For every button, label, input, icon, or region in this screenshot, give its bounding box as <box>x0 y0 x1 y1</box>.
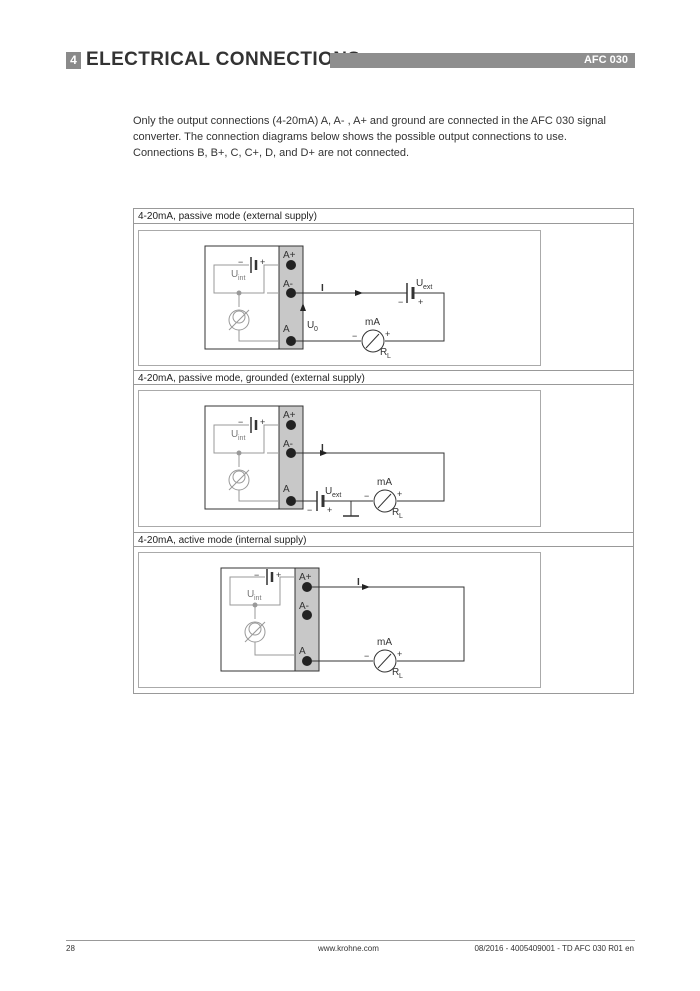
terminal-label: A <box>283 484 290 495</box>
terminal-label: A+ <box>283 410 296 421</box>
uint-sub: int <box>238 435 245 442</box>
terminal-dot <box>286 288 296 298</box>
uint-sub: int <box>254 595 261 602</box>
connection-diagrams-table: 4-20mA, passive mode (external supply) −… <box>133 208 634 694</box>
uint-label: U <box>247 589 254 600</box>
svg-text:+: + <box>385 329 390 339</box>
svg-text:−: − <box>352 331 357 341</box>
svg-text:+: + <box>397 649 402 659</box>
intro-line: converter. The connection diagrams below… <box>133 131 567 143</box>
svg-text:+: + <box>260 257 265 267</box>
terminal-dot <box>302 656 312 666</box>
terminal-dot <box>286 336 296 346</box>
page-number: 28 <box>66 944 75 953</box>
rl-sub: L <box>399 513 403 520</box>
terminal-label: A- <box>283 439 293 450</box>
terminal-label: A <box>283 324 290 335</box>
diagram-passive-external: − + U int A+ A- A I − + U ext − + <box>138 230 541 366</box>
ammeter-icon <box>373 489 397 513</box>
intro-line: Only the output connections (4-20mA) A, … <box>133 115 606 127</box>
rl-label: R <box>392 667 399 678</box>
rl-sub: L <box>399 673 403 680</box>
intro-line: Connections B, B+, C, C+, D, and D+ are … <box>133 147 410 159</box>
footer-divider <box>66 940 635 941</box>
terminal-dot <box>286 260 296 270</box>
circuit-diagram: − + U int A+ A- A I − + mA R L <box>220 567 465 680</box>
terminal-label: A+ <box>283 250 296 261</box>
uint-label: U <box>231 429 238 440</box>
circuit-diagram: − + U int A+ A- A I − + U ext − + <box>204 405 445 520</box>
svg-text:+: + <box>418 297 423 307</box>
intro-paragraph: Only the output connections (4-20mA) A, … <box>133 113 643 161</box>
meter-label: mA <box>365 317 380 328</box>
page-title: ELECTRICAL CONNECTIONS <box>86 49 361 70</box>
diagram-caption: 4-20mA, passive mode (external supply) <box>134 209 633 224</box>
terminal-dot <box>302 610 312 620</box>
svg-text:+: + <box>327 505 332 515</box>
svg-text:−: − <box>307 505 312 515</box>
diagram-passive-grounded: − + U int A+ A- A I − + U ext − + <box>138 390 541 527</box>
terminal-dot <box>286 496 296 506</box>
header-bar <box>330 53 635 68</box>
footer-url: www.krohne.com <box>318 944 379 953</box>
meter-label: mA <box>377 637 392 648</box>
rl-label: R <box>392 507 399 518</box>
uext-label: U <box>325 486 332 497</box>
svg-text:−: − <box>364 651 369 661</box>
uint-sub: int <box>238 275 245 282</box>
ammeter-icon <box>361 329 385 353</box>
uext-sub: ext <box>423 284 432 291</box>
svg-text:+: + <box>397 489 402 499</box>
uint-label: U <box>231 269 238 280</box>
current-label: I <box>357 577 360 588</box>
terminal-label: A- <box>299 601 309 612</box>
svg-text:−: − <box>238 417 243 427</box>
svg-text:−: − <box>398 297 403 307</box>
header-doc-label: AFC 030 <box>583 54 628 66</box>
meter-label: mA <box>377 477 392 488</box>
chapter-number-badge: 4 <box>66 52 81 69</box>
terminal-label: A+ <box>299 572 312 583</box>
svg-text:+: + <box>260 417 265 427</box>
uext-label: U <box>416 278 423 289</box>
terminal-label: A- <box>283 279 293 290</box>
u0-sub: 0 <box>314 326 318 333</box>
diagram-active-internal: − + U int A+ A- A I − + mA R L <box>138 552 541 688</box>
footer-doc-id: 08/2016 - 4005409001 - TD AFC 030 R01 en <box>474 944 634 953</box>
terminal-dot <box>286 448 296 458</box>
diagram-caption: 4-20mA, active mode (internal supply) <box>134 532 633 547</box>
diagram-caption: 4-20mA, passive mode, grounded (external… <box>134 370 633 385</box>
u0-label: U <box>307 320 314 331</box>
svg-text:−: − <box>364 491 369 501</box>
ammeter-icon <box>373 649 397 673</box>
svg-text:+: + <box>276 570 281 580</box>
current-label: I <box>321 443 324 454</box>
rl-sub: L <box>387 353 391 360</box>
terminal-dot <box>286 420 296 430</box>
svg-text:−: − <box>238 257 243 267</box>
circuit-diagram: − + U int A+ A- A I − + U ext − + <box>204 245 445 360</box>
uext-sub: ext <box>332 492 341 499</box>
svg-text:−: − <box>254 570 259 580</box>
terminal-label: A <box>299 646 306 657</box>
current-label: I <box>321 283 324 294</box>
terminal-dot <box>302 582 312 592</box>
rl-label: R <box>380 347 387 358</box>
